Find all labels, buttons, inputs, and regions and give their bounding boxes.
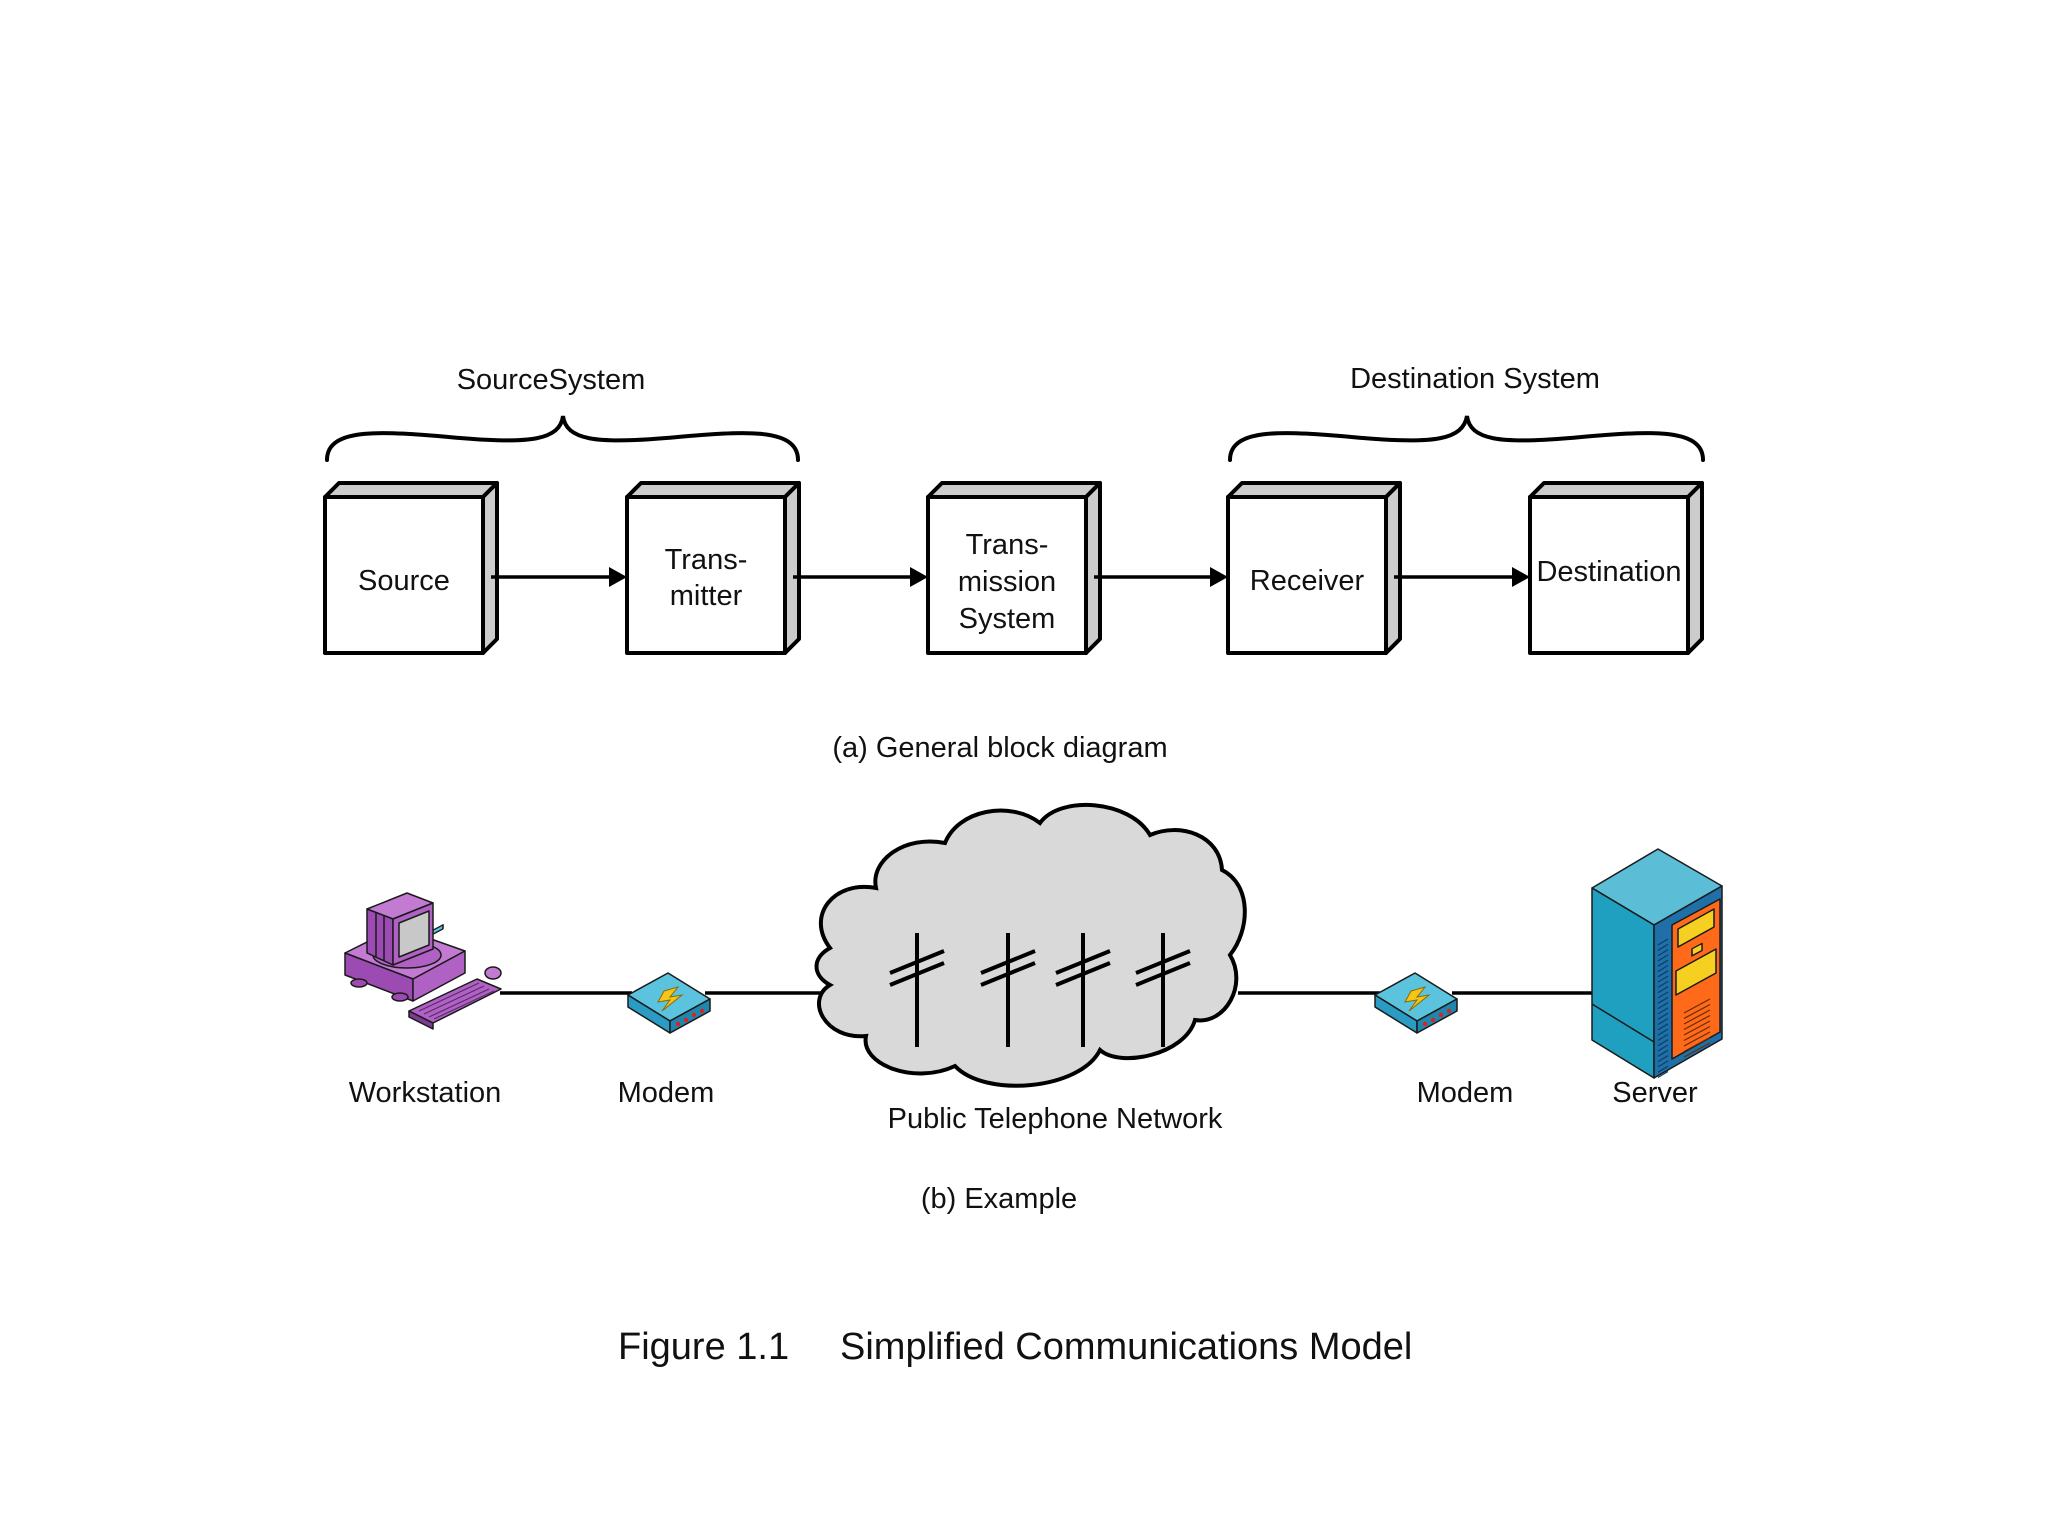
server-grille [1683, 998, 1711, 1058]
public-telephone-network: Public Telephone Network [814, 803, 1247, 1135]
network-label: Public Telephone Network [888, 1103, 1223, 1135]
arrow-receiver-to-destination [1394, 567, 1530, 587]
general-block-diagram: SourceSystem Destination System Source Tr… [323, 363, 1705, 764]
destination-system-brace [1228, 415, 1705, 462]
arrow-transmitter-to-transmission-system [793, 567, 928, 587]
telephone-pole-icon [980, 933, 1036, 1047]
modem-led [691, 1012, 697, 1018]
block-front-face [1226, 495, 1388, 655]
arrowhead [1512, 567, 1530, 587]
block-top-face [1226, 481, 1402, 499]
keyboard-front [408, 1010, 434, 1030]
block-side-face [783, 481, 801, 655]
server-button [1691, 942, 1703, 957]
example-network: Public Telephone Network [344, 803, 1723, 1215]
block-label: Trans- [966, 529, 1049, 561]
part-a-caption: (a) General block diagram [832, 732, 1167, 764]
modem-led [1430, 1017, 1436, 1023]
block-label: Trans- [665, 544, 748, 576]
block-label: Source [358, 565, 450, 597]
workstation-foot [391, 992, 409, 1002]
modem-led [1438, 1012, 1444, 1018]
source-system-brace [325, 415, 800, 462]
modem-1-label: Modem [618, 1077, 715, 1109]
block-label: System [959, 603, 1056, 635]
block-top-face [1528, 481, 1704, 499]
block-label: Receiver [1250, 565, 1365, 597]
part-b-caption: (b) Example [921, 1183, 1077, 1215]
modem-led [1422, 1021, 1428, 1027]
arrowhead [910, 567, 928, 587]
block-source: Source [323, 481, 499, 655]
telephone-pole-icon [1135, 933, 1191, 1047]
server-seam [1591, 1003, 1655, 1043]
telephone-pole-icon [1055, 933, 1111, 1047]
block-label: mitter [670, 580, 743, 612]
workstation-base-side [412, 950, 466, 1002]
block-label: Destination [1536, 556, 1681, 588]
server-display [1677, 908, 1715, 948]
block-front-face [926, 495, 1088, 655]
figure-title: Simplified Communications Model [840, 1326, 1412, 1368]
modem-led [683, 1017, 689, 1023]
mouse-icon [484, 966, 502, 980]
block-transmitter: Trans-mitter [625, 481, 801, 655]
workstation-foot [350, 978, 368, 988]
server-label: Server [1612, 1077, 1698, 1109]
modem-icon [627, 972, 711, 1034]
modem-2-label: Modem [1417, 1077, 1514, 1109]
arrowhead [609, 567, 627, 587]
modem-led [675, 1021, 681, 1027]
arrowhead [1210, 567, 1228, 587]
block-side-face [1686, 481, 1704, 655]
block-receiver: Receiver [1226, 481, 1402, 655]
lightning-icon [1404, 986, 1431, 1012]
block-label: mission [958, 566, 1056, 598]
block-top-face [625, 481, 801, 499]
modem-led [1446, 1008, 1452, 1014]
arrow-source-to-transmitter [491, 567, 627, 587]
block-front-face [1528, 495, 1690, 655]
source-system-label: SourceSystem [457, 364, 646, 396]
figure-caption: Figure 1.1 Simplified Communications Mod… [618, 1326, 1412, 1368]
server-vents [1657, 938, 1669, 1079]
server-drive-bay [1675, 948, 1717, 996]
cloud-icon [814, 803, 1247, 1088]
workstation-label: Workstation [349, 1077, 502, 1109]
block-top-face [926, 481, 1102, 499]
block-side-face [1384, 481, 1402, 655]
destination-system-group: Destination System [1228, 363, 1705, 462]
destination-system-label: Destination System [1350, 363, 1600, 395]
modem-icon [1374, 972, 1458, 1034]
figure-number: Figure 1.1 [618, 1326, 789, 1368]
source-system-group: SourceSystem [325, 364, 800, 462]
block-destination: Destination [1528, 481, 1704, 655]
lightning-icon [657, 986, 684, 1012]
monitor-screen [398, 910, 430, 958]
block-side-face [481, 481, 499, 655]
server-icon [1591, 848, 1723, 1079]
block-front-face [323, 495, 485, 655]
telephone-pole-icon [889, 933, 945, 1047]
modem-led [699, 1008, 705, 1014]
block-side-face [1084, 481, 1102, 655]
workstation-icon [344, 892, 502, 1030]
arrow-transmission-system-to-receiver [1094, 567, 1228, 587]
keyboard-keys [418, 982, 495, 1020]
block-front-face [625, 495, 787, 655]
block-top-face [323, 481, 499, 499]
